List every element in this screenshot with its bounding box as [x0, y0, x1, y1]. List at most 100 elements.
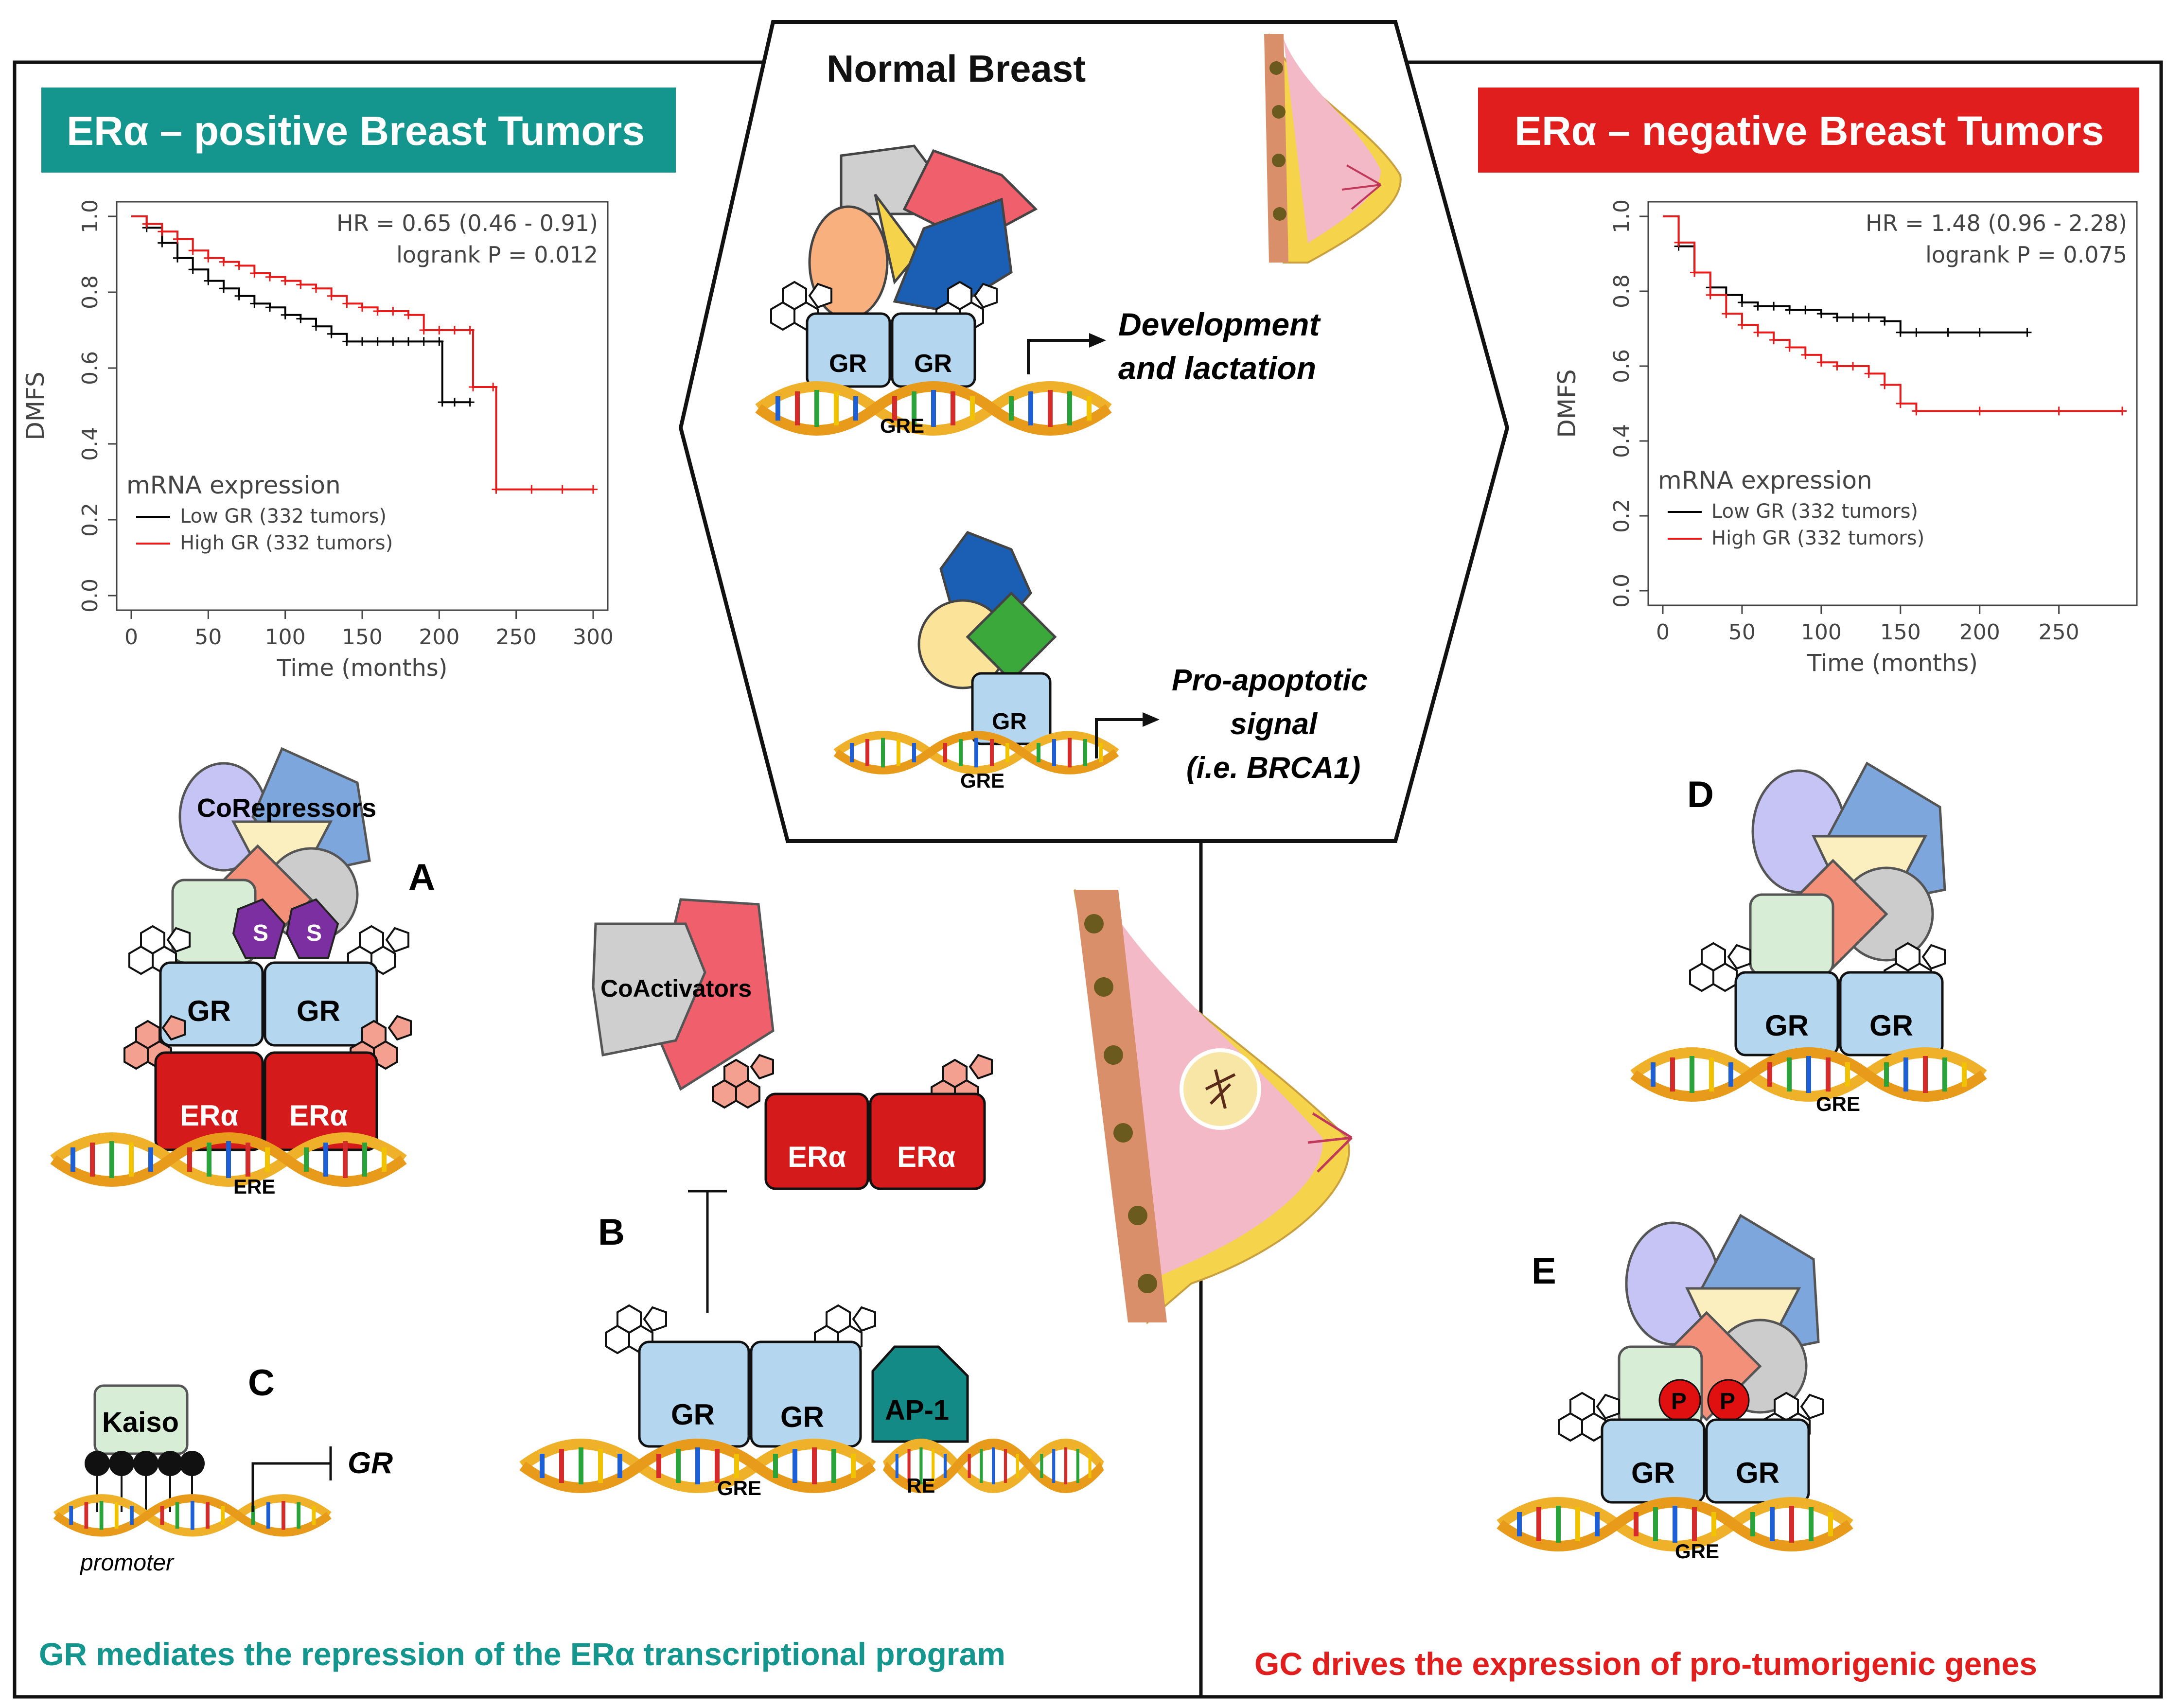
censor-mark [296, 280, 305, 289]
gr-label: GR [1736, 1457, 1779, 1489]
censor-mark [219, 284, 228, 293]
censor-mark [173, 253, 182, 263]
svg-text:GR: GR [914, 350, 952, 378]
s-label: S [306, 920, 322, 946]
left-header-box [41, 88, 676, 173]
censor-mark [388, 307, 398, 316]
censor-mark [388, 337, 398, 346]
breast-illustration-small [1264, 34, 1402, 264]
pro-apoptotic-label: Pro-apoptotic [1172, 664, 1368, 697]
panel-c-label: C [248, 1362, 275, 1404]
censor-mark [1880, 380, 1889, 389]
y-tick-label: 0.0 [78, 579, 103, 613]
kaiso-label: Kaiso [102, 1407, 179, 1438]
censor-mark [1816, 309, 1826, 318]
censor-mark [312, 284, 320, 293]
censor-mark [1864, 313, 1873, 322]
era-box [869, 1092, 986, 1190]
censor-mark [250, 269, 259, 278]
censor-mark [188, 246, 197, 255]
censor-mark [527, 485, 536, 494]
censor-mark [1832, 362, 1842, 370]
gr-label: GR [1631, 1457, 1675, 1489]
left-header: ERα – positive Breast Tumors [67, 108, 645, 154]
x-tick-label: 0 [124, 625, 138, 650]
censor-mark [142, 219, 151, 229]
x-tick-label: 250 [2039, 620, 2079, 645]
p-label: P [1720, 1389, 1735, 1414]
censor-mark [358, 337, 367, 346]
svg-text:GR: GR [829, 350, 867, 378]
gr-label: GR [1869, 1009, 1913, 1042]
censor-mark [438, 398, 447, 407]
survival-curve [131, 215, 470, 404]
y-axis-label: DMFS [1553, 369, 1581, 438]
censor-mark [1785, 305, 1794, 315]
censor-mark [281, 276, 290, 285]
censor-mark [450, 398, 459, 407]
censor-mark [358, 303, 367, 312]
y-tick-label: 0.6 [78, 351, 103, 385]
legend-title: mRNA expression [1658, 466, 1872, 494]
censor-mark [1975, 406, 1984, 416]
svg-text:GR: GR [992, 709, 1027, 735]
y-tick-label: 0.2 [78, 503, 103, 537]
censor-mark [1690, 268, 1699, 277]
ap1-label: AP-1 [885, 1394, 949, 1426]
era-label: ERα [180, 1099, 238, 1132]
era-box [764, 1092, 869, 1190]
censor-mark [404, 310, 413, 319]
x-tick-label: 100 [265, 625, 306, 650]
legend-entry: Low GR (332 tumors) [180, 505, 387, 528]
ere-label: ERE [233, 1175, 275, 1198]
x-tick-label: 150 [342, 625, 383, 650]
lactation-label: and lactation [1118, 350, 1316, 386]
gr-box [264, 961, 378, 1047]
censor-mark [469, 383, 477, 391]
censor-mark [265, 272, 274, 282]
panel-d-label: D [1687, 774, 1714, 815]
censor-mark [250, 299, 259, 308]
gr-box [159, 961, 264, 1047]
panel-d-complex [1634, 761, 1984, 1096]
censor-mark [342, 337, 352, 346]
censor-mark [1849, 362, 1858, 370]
censor-mark [188, 265, 197, 274]
gre-label: GRE [1816, 1092, 1860, 1115]
censor-mark [435, 326, 444, 335]
right-footer: GC drives the expression of pro-tumorige… [1254, 1646, 2037, 1682]
x-tick-label: 0 [1656, 620, 1670, 645]
era-label: ERα [897, 1141, 955, 1173]
censor-mark [1769, 335, 1779, 345]
censor-mark [1849, 313, 1858, 322]
censor-mark [312, 322, 320, 331]
censor-mark [281, 310, 290, 319]
x-axis-label: Time (months) [1807, 650, 1978, 677]
p-label: P [1671, 1389, 1687, 1414]
panel-c-complex [56, 1384, 331, 1532]
censor-mark [1753, 328, 1762, 337]
x-tick-label: 300 [573, 625, 614, 650]
legend-entry: Low GR (332 tumors) [1711, 500, 1918, 523]
brca1-label: (i.e. BRCA1) [1186, 751, 1360, 785]
censor-mark [492, 485, 501, 494]
y-tick-label: 1.0 [78, 199, 103, 233]
censor-mark [1880, 317, 1889, 326]
censor-mark [1785, 343, 1794, 352]
censor-mark [219, 257, 228, 266]
plot-frame [1647, 201, 2138, 606]
legend-entry: High GR (332 tumors) [1711, 527, 1924, 549]
gr-label: GR [1765, 1009, 1809, 1042]
censor-mark [450, 326, 459, 335]
censor-mark [2054, 406, 2063, 416]
censor-mark [1943, 328, 1953, 337]
right-header: ERα – negative Breast Tumors [1515, 108, 2104, 154]
censor-mark [1737, 320, 1746, 330]
censor-mark [419, 337, 428, 346]
x-tick-label: 150 [1880, 620, 1921, 645]
panel-a-complex [53, 747, 412, 1181]
censor-mark [404, 337, 413, 346]
gre-label: GRE [717, 1477, 761, 1499]
